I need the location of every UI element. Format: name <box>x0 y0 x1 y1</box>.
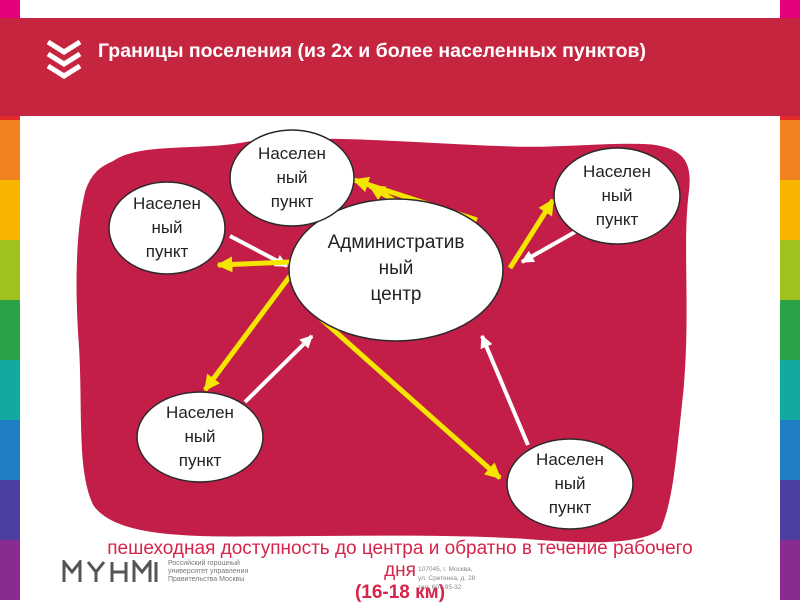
left-color-stripe <box>0 0 20 600</box>
settlement-label-bottom-right: Населен ный пункт <box>536 450 604 517</box>
settlement-label-top: Населен ный пункт <box>258 144 326 211</box>
caption-line-2: дня <box>384 560 416 581</box>
triple-chevron-down-icon <box>46 39 82 79</box>
settlement-node-right <box>553 147 681 245</box>
arrow-center-to-left <box>216 256 291 273</box>
settlement-node-top <box>229 129 355 227</box>
settlement-node-left <box>108 181 226 275</box>
caption: пешеходная доступность до центра и обрат… <box>60 538 740 604</box>
arrow-center-to-right <box>507 198 556 270</box>
contact-address: 107045, г. Москва, ул. Сретенка, д. 28 т… <box>418 566 476 591</box>
arrow-bottom-right-to-center <box>480 334 530 446</box>
settlement-label-bottom-left: Населен ный пункт <box>166 403 234 470</box>
page-title: Границы поселения (из 2х и более населен… <box>98 40 646 62</box>
administrative-center-node <box>288 198 504 342</box>
university-name: Российский горошный университет управлен… <box>168 560 249 583</box>
university-logo <box>62 560 164 584</box>
arrow-center-to-bottom-right <box>318 316 502 480</box>
arrow-center-to-bottom-left <box>202 274 293 392</box>
arrow-bottom-left-to-center <box>243 334 314 404</box>
caption-line-3: (16-18 км) <box>354 582 446 603</box>
caption-line-1: пешеходная доступность до центра и обрат… <box>107 538 693 559</box>
settlement-node-bottom-left <box>136 391 264 483</box>
header-banner <box>0 18 800 116</box>
settlement-label-right: Населен ный пункт <box>583 162 651 229</box>
administrative-center-label: Административ ный центр <box>327 232 465 305</box>
arrow-right-to-center <box>520 230 576 264</box>
settlement-node-bottom-right <box>506 438 634 530</box>
settlement-label-left: Населен ный пункт <box>133 194 201 261</box>
